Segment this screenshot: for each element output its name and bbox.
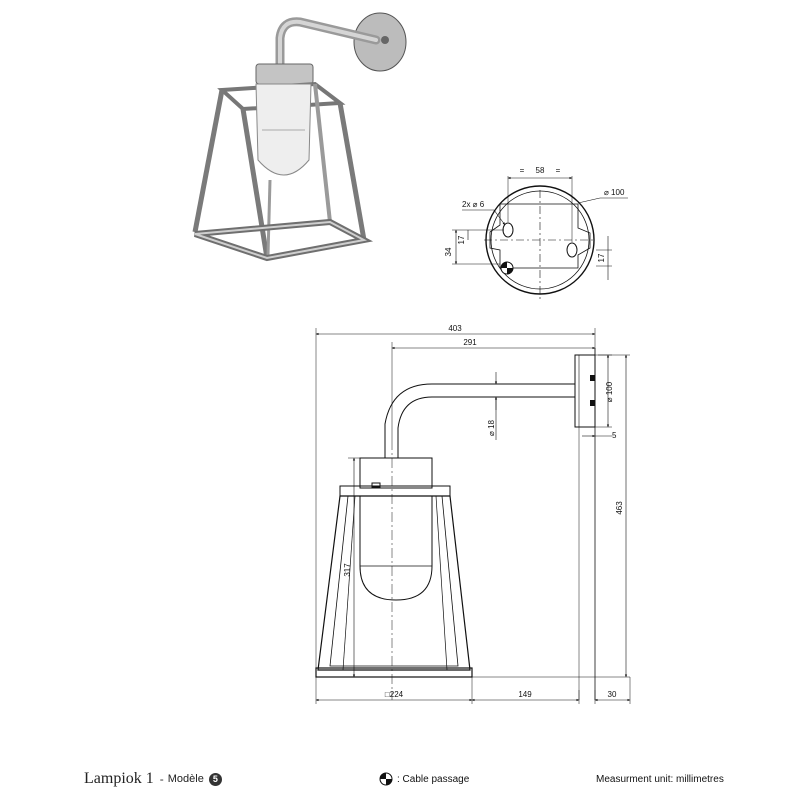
dim-plate-holes: 2x ⌀ 6 [462,200,485,209]
dim-plate-58: 58 [536,166,545,175]
plate-hole-right [566,242,578,258]
dim-plate-34: 34 [444,247,453,256]
eq-mark-left: = [520,166,525,175]
dim-tube-dia-18: ⌀ 18 [487,419,496,435]
dim-plate-thickness-5: 5 [612,431,617,440]
dim-plate-dia-100: ⌀ 100 [604,188,625,197]
side-cap [359,457,433,489]
dim-plate-17-left: 17 [457,235,466,244]
side-arm [384,383,575,458]
units-note: Measurment unit: millimetres [596,768,724,790]
model-label: Modèle [167,773,204,785]
dim-plate-gap-30: 30 [608,690,617,699]
dim-total-height-463: 463 [615,501,624,515]
side-lantern-frame [317,495,471,671]
dim-arm-291: 291 [463,338,477,347]
dim-plate-dia-side: ⌀ 100 [605,381,614,402]
iso-lamp-render [192,12,407,262]
side-elevation: 403 291 ⌀ 18 ⌀ 100 5 463 317 □22 [315,324,631,704]
model-number-badge: 5 [208,772,222,786]
iso-glass [255,83,312,176]
iso-cap [255,63,314,85]
cable-passage-symbol [500,261,514,275]
plate-detail: 58 = = ⌀ 100 2x ⌀ 6 34 17 17 [444,166,628,300]
units-note-text: Measurment unit: millimetres [596,773,724,785]
product-name: Lampiok 1 [84,770,154,787]
eq-mark-right: = [556,166,561,175]
cable-passage-label: : Cable passage [397,773,470,785]
plate-hole-left [502,222,514,238]
dim-gap-149: 149 [518,690,532,699]
side-wall-plate [574,354,596,428]
product-title: Lampiok 1 - Modèle 5 [84,768,222,790]
side-base [315,667,473,678]
side-glass [359,496,433,601]
dim-base-224: □224 [385,690,404,699]
dim-plate-17-right: 17 [597,253,606,262]
title-separator: - [159,772,164,786]
cable-passage-icon [379,772,393,786]
dim-lantern-height-317: 317 [343,563,352,577]
dim-overall-403: 403 [448,324,462,333]
cable-legend: : Cable passage [379,768,469,790]
